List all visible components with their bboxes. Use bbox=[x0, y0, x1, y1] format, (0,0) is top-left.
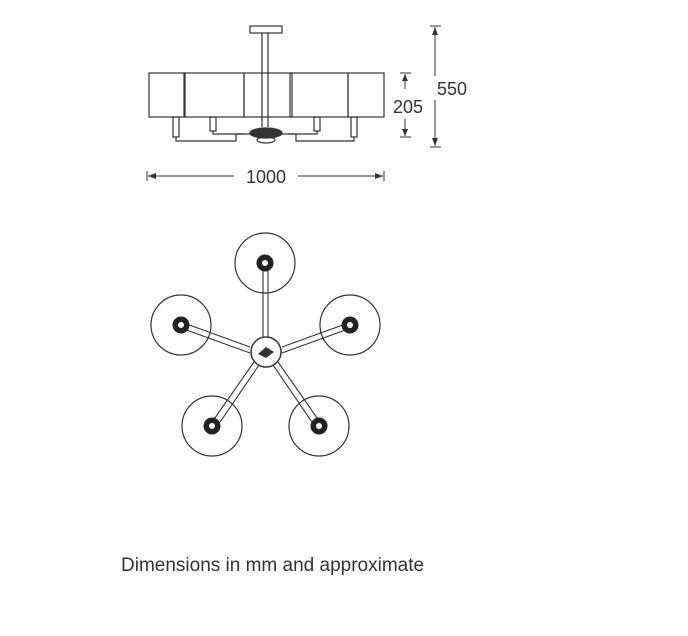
total-height-arrow-top bbox=[432, 27, 438, 35]
bulb-bottom-left-center bbox=[209, 423, 215, 429]
plan-view bbox=[150, 232, 381, 457]
width-dimension bbox=[146, 171, 385, 181]
arm-bottom-right-a bbox=[277, 361, 323, 426]
arm-right-inner bbox=[288, 131, 318, 135]
shade-circle-top bbox=[234, 232, 296, 294]
shade-circle-bottom-right bbox=[288, 395, 350, 457]
shade-circle-left bbox=[150, 294, 212, 356]
total-height-label: 550 bbox=[437, 79, 467, 99]
bulb-top-center bbox=[262, 260, 268, 266]
side-elevation-view bbox=[148, 25, 385, 144]
plan-hub-detail bbox=[258, 347, 274, 358]
width-arrow-right bbox=[375, 173, 383, 179]
shade-height-dimension bbox=[400, 72, 411, 138]
ceiling-canopy bbox=[249, 25, 283, 34]
arm-left-inner bbox=[212, 131, 244, 135]
arm-left-b bbox=[180, 327, 251, 354]
total-height-dimension bbox=[430, 25, 441, 148]
bulb-right-center bbox=[347, 322, 353, 328]
arm-bottom-left-a bbox=[209, 361, 255, 426]
plan-arms bbox=[180, 264, 352, 429]
arm-bottom-left-b bbox=[215, 364, 260, 429]
shade-outer-right bbox=[347, 72, 385, 118]
lamp-holder-4 bbox=[350, 116, 358, 138]
shade-circle-bottom-left bbox=[181, 395, 243, 457]
plan-bulbs bbox=[172, 254, 359, 435]
arm-left-a bbox=[180, 321, 251, 348]
width-label: 1000 bbox=[246, 167, 286, 187]
lamp-holder-1 bbox=[172, 116, 180, 138]
lamp-holder-3 bbox=[313, 116, 321, 132]
arm-right-b bbox=[281, 327, 352, 354]
shade-height-label: 205 bbox=[393, 97, 423, 117]
shade-inner-left bbox=[183, 72, 245, 118]
arm-right-a bbox=[281, 321, 352, 348]
shade-center bbox=[243, 72, 293, 118]
hub-body bbox=[249, 127, 283, 139]
total-height-arrow-bottom bbox=[432, 138, 438, 146]
bulb-bottom-right-center bbox=[316, 423, 322, 429]
plan-shades bbox=[150, 232, 381, 457]
width-arrow-left bbox=[148, 173, 156, 179]
bulb-left-center bbox=[178, 322, 184, 328]
shade-height-arrow-bottom bbox=[402, 129, 408, 136]
shade-height-arrow-top bbox=[402, 74, 408, 81]
shade-inner-right bbox=[289, 72, 349, 118]
dimensions-note: Dimensions in mm and approximate bbox=[121, 555, 425, 576]
lamp-holder-2 bbox=[209, 116, 217, 132]
arm-bottom-right-b bbox=[272, 364, 317, 429]
shade-outer-left bbox=[148, 72, 186, 118]
hub-finial bbox=[256, 136, 276, 144]
shade-circle-right bbox=[319, 294, 381, 356]
